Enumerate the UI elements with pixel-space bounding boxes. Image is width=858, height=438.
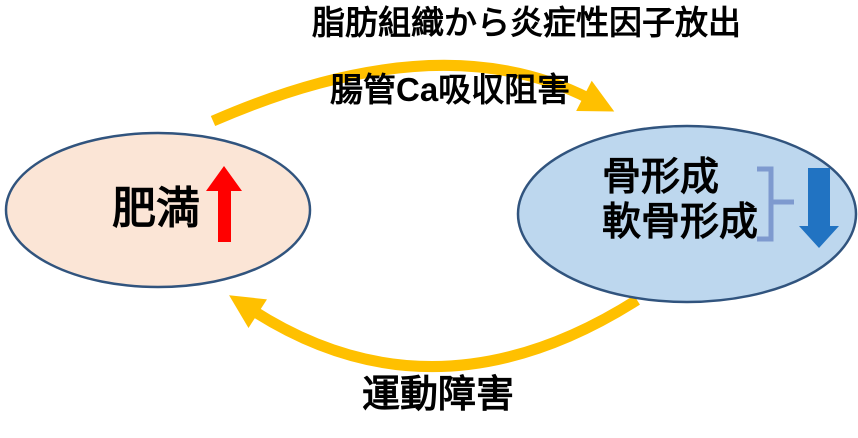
obesity-label: 肥満 (112, 184, 200, 233)
bone-label-line2: 軟骨形成 (602, 201, 759, 244)
obesity-node-ellipse (4, 131, 312, 289)
bottom-arrow-label: 運動障害 (362, 374, 515, 416)
top-cycle-arrow (210, 59, 615, 127)
down-arrow-icon (799, 168, 839, 248)
top-arrow-label-line1: 脂肪組織から炎症性因子放出 (312, 4, 741, 41)
bone-label: 骨形成 軟骨形成 (602, 155, 758, 245)
bottom-cycle-arrow (229, 295, 640, 373)
top-arrow-label-line2: 腸管Ca吸収阻害 (330, 71, 571, 108)
bone-label-line1: 骨形成 (602, 156, 720, 199)
up-arrow-icon (206, 166, 242, 242)
group-bracket-icon (757, 166, 794, 242)
